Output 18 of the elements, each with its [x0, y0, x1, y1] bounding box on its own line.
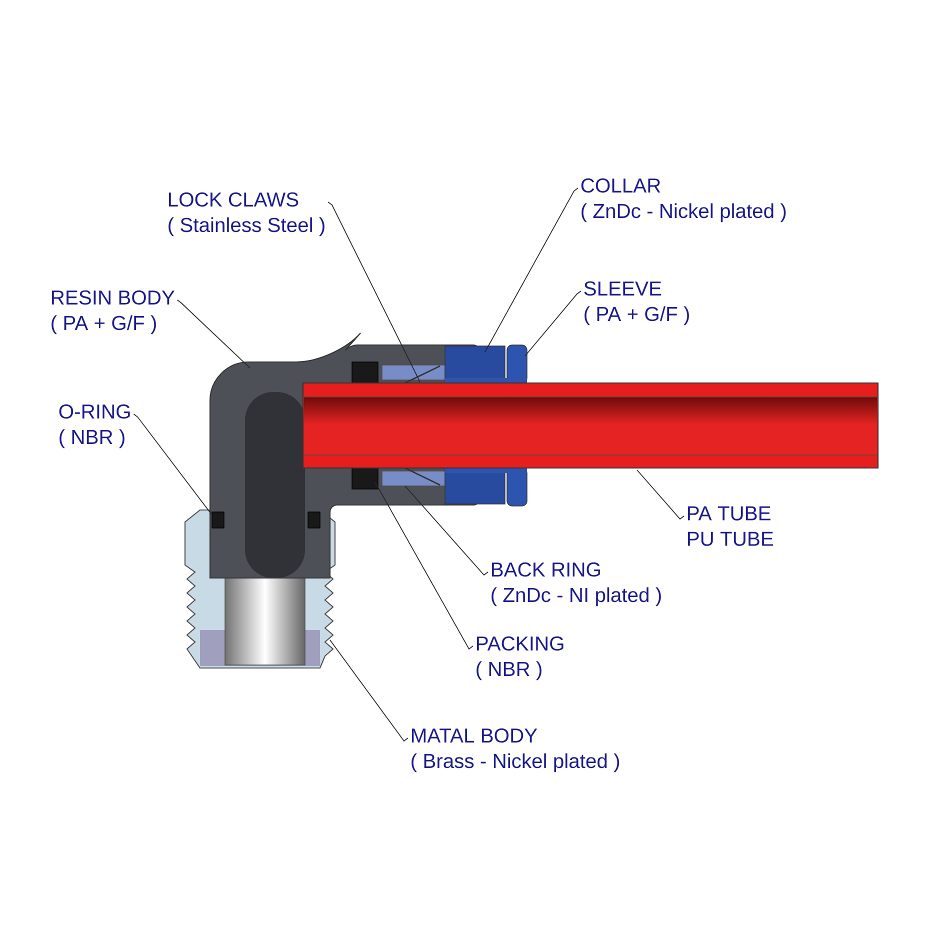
- callout-label: MATAL BODY ( Brass - Nickel plated ): [412, 728, 620, 772]
- callout-label: PA TUBE PU TUBE: [688, 506, 774, 546]
- callout-label: O-RING ( NBR ): [59, 404, 130, 448]
- callout-label: COLLAR ( ZnDc - Nickel plated ): [581, 178, 786, 222]
- callout-label: PACKING ( NBR ): [476, 636, 564, 680]
- leader-line: [524, 290, 582, 356]
- leader-line: [404, 486, 488, 576]
- leader-line: [636, 470, 684, 520]
- leader-line: [374, 482, 474, 650]
- callout-label: LOCK CLAWS ( Stainless Steel ): [168, 192, 324, 236]
- leader-line: [133, 414, 212, 516]
- callout-label: RESIN BODY ( PA + G/F ): [52, 290, 175, 334]
- leader-line: [484, 188, 578, 352]
- callout-label: SLEEVE ( PA + G/F ): [584, 281, 689, 326]
- leader-line: [330, 640, 408, 742]
- leader-line: [328, 202, 420, 382]
- callout-label: BACK RING ( ZnDc - NI plated ): [492, 562, 661, 606]
- leader-line: [176, 300, 250, 368]
